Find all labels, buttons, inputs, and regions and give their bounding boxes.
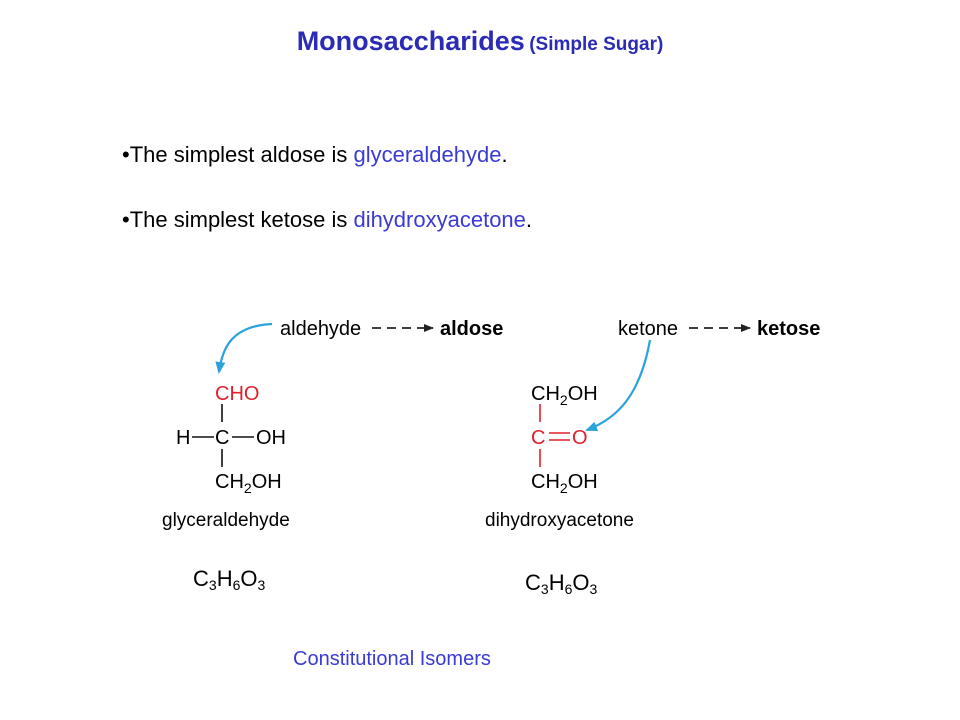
bullet-suffix: . bbox=[525, 207, 533, 232]
aldose-arrow-label: aldehyde aldose bbox=[280, 318, 503, 340]
highlight-term: glyceraldehyde bbox=[353, 142, 502, 167]
oxygen-atom: O bbox=[572, 427, 588, 449]
aldehyde-group: CHO bbox=[215, 383, 259, 405]
bullet-marker: • bbox=[122, 142, 130, 167]
title-main: Monosaccharides bbox=[296, 26, 525, 56]
page-title: Monosaccharides (Simple Sugar) bbox=[0, 26, 960, 57]
bullet-ketose: •The simplest ketose is dihydroxyacetone… bbox=[122, 207, 532, 233]
hydroxyl-group: OH bbox=[256, 427, 286, 449]
highlight-term: dihydroxyacetone bbox=[353, 207, 526, 232]
dihydroxyacetone-structure: CH2OH C O CH2OH dihydroxyacetone bbox=[485, 383, 634, 531]
curved-arrow bbox=[215, 322, 273, 374]
isomer-caption: Constitutional Isomers bbox=[293, 648, 491, 670]
bullet-text: The simplest ketose is bbox=[129, 207, 354, 232]
title-subtitle: (Simple Sugar) bbox=[529, 34, 664, 55]
bullet-aldose: •The simplest aldose is glyceraldehyde. bbox=[122, 142, 508, 168]
ch2oh-group: CH2OH bbox=[215, 471, 282, 496]
ketose-label: ketose bbox=[757, 318, 820, 340]
ketone-label: ketone bbox=[618, 318, 678, 340]
aldose-label: aldose bbox=[440, 318, 503, 340]
ketose-arrow-label: ketone ketose bbox=[618, 318, 820, 340]
bullet-marker: • bbox=[122, 207, 130, 232]
glyceraldehyde-structure: CHO H C OH CH2OH glyceraldehyde bbox=[162, 383, 290, 531]
bullet-text: The simplest aldose is bbox=[129, 142, 354, 167]
molecular-formula-dihydroxyacetone: C3H6O3 bbox=[525, 570, 598, 597]
ch2oh-group: CH2OH bbox=[531, 471, 598, 496]
bullet-suffix: . bbox=[501, 142, 508, 167]
molecular-formula-glyceraldehyde: C3H6O3 bbox=[193, 566, 266, 593]
molecule-name: glyceraldehyde bbox=[162, 510, 290, 531]
hydrogen-atom: H bbox=[176, 427, 190, 449]
carbon-atom: C bbox=[531, 427, 545, 449]
ch2oh-group: CH2OH bbox=[531, 383, 598, 408]
curved-arrow bbox=[585, 339, 652, 432]
carbon-atom: C bbox=[215, 427, 229, 449]
molecule-name: dihydroxyacetone bbox=[485, 510, 634, 531]
aldehyde-label: aldehyde bbox=[280, 318, 361, 340]
